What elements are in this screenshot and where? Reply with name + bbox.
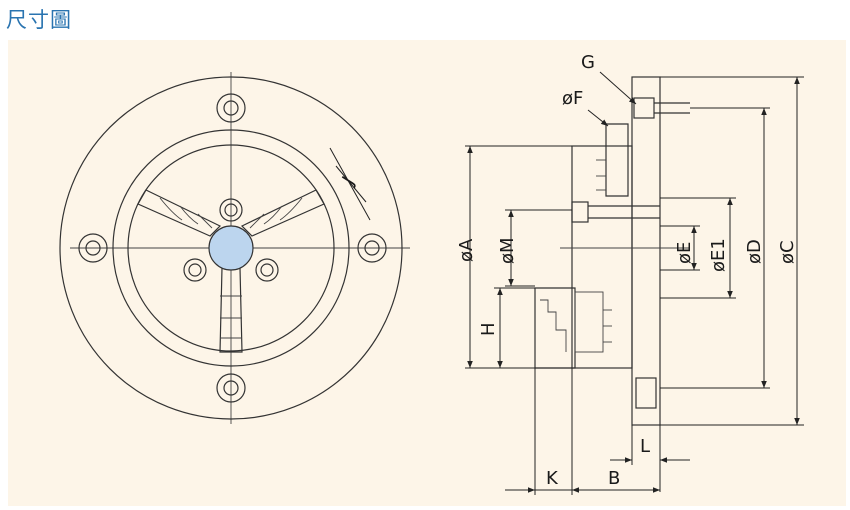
flange-outer-circle: [59, 76, 403, 420]
dim-j-line: [335, 165, 367, 203]
pinion-socket-top: [219, 198, 243, 222]
label-g: G: [581, 52, 595, 73]
lower-jaw-slide: [574, 291, 604, 353]
bolt-body-head: [571, 201, 589, 223]
bolt-hole-top: [216, 93, 246, 123]
label-b: B: [608, 468, 620, 489]
lower-jaw-side: [534, 287, 576, 369]
pinion-socket-left: [183, 258, 207, 282]
label-j: J: [338, 173, 359, 189]
label-k: K: [546, 468, 559, 489]
label-f: øF: [562, 88, 583, 109]
label-e1: øE1: [708, 238, 729, 272]
label-c: øC: [777, 240, 798, 264]
header: 尺寸圖: [0, 0, 850, 40]
diagram-panel: [8, 40, 846, 506]
chuck-body: [571, 145, 633, 369]
body-inner-circle: [127, 144, 335, 352]
jaw-upper-left: [137, 189, 222, 237]
label-l: L: [640, 436, 650, 457]
leader-g: [599, 71, 637, 105]
upper-jaw-side: [605, 123, 629, 197]
flange-plate: [631, 76, 661, 426]
side-view: G øF øA øM H øE øE1 øD: [456, 52, 804, 495]
label-h: H: [478, 322, 499, 336]
jaw-upper-right: [240, 189, 325, 237]
bolt-hole-right: [357, 233, 387, 263]
bolt-hole-bottom: [216, 373, 246, 403]
label-m: øM: [497, 237, 518, 264]
label-e: øE: [674, 242, 695, 264]
label-a: øA: [456, 238, 477, 262]
dim-j-extension: [329, 147, 371, 221]
pinion-socket-right: [255, 258, 279, 282]
bolt-lower: [635, 377, 657, 409]
label-d: øD: [744, 239, 765, 264]
bolt-g-head: [633, 97, 655, 119]
center-bore: [208, 225, 254, 271]
body-outer-circle: [112, 129, 350, 367]
front-view: J: [59, 72, 410, 424]
page-title: 尺寸圖: [6, 8, 72, 32]
leader-f: [587, 109, 609, 127]
bolt-hole-left: [78, 233, 108, 263]
